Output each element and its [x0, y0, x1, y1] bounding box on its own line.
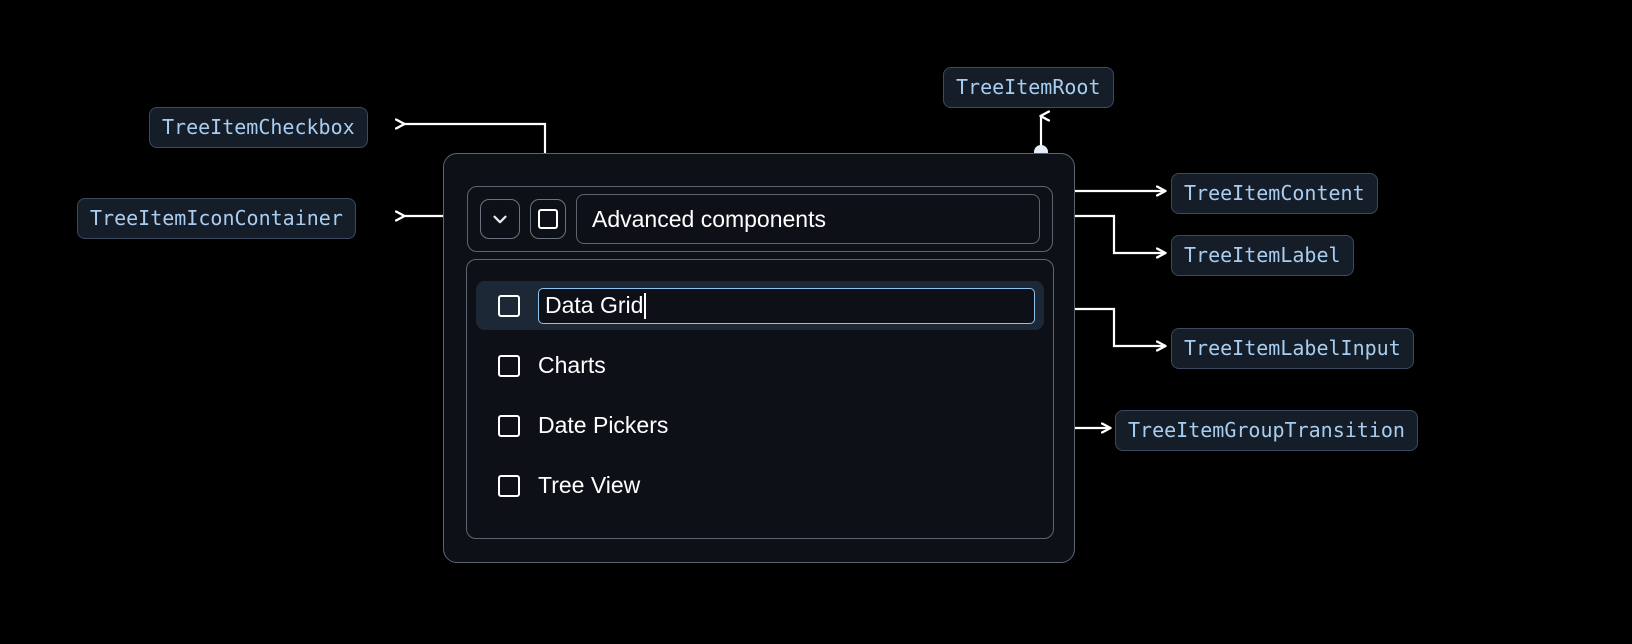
tree-item-row-charts[interactable]: Charts [467, 341, 1053, 390]
tree-item-row-date-pickers[interactable]: Date Pickers [467, 401, 1053, 450]
tree-item-label-input-value: Data Grid [545, 292, 644, 318]
tree-item-label-text: Charts [538, 352, 606, 378]
annotation-tree-item-root: TreeItemRoot [943, 67, 1114, 108]
annotation-tree-item-label: TreeItemLabel [1171, 235, 1354, 276]
tree-item-checkbox[interactable] [530, 199, 566, 239]
annotation-tree-item-icon-container: TreeItemIconContainer [77, 198, 356, 239]
annotation-tree-item-group-transition: TreeItemGroupTransition [1115, 410, 1418, 451]
tree-item-icon-container[interactable] [480, 199, 520, 239]
checkbox-square-icon[interactable] [498, 354, 520, 377]
tree-item-label-text: Tree View [538, 472, 641, 498]
tree-item-label-input[interactable]: Data Grid [538, 287, 1035, 324]
checkbox-square-icon[interactable] [498, 414, 520, 437]
tree-item-content[interactable]: Advanced components [467, 186, 1053, 252]
tree-item-label-text: Date Pickers [538, 412, 669, 438]
checkbox-square-icon [538, 209, 558, 229]
chevron-down-icon [493, 215, 507, 224]
tree-item-label-text: Advanced components [592, 205, 826, 232]
annotation-tree-item-content: TreeItemContent [1171, 173, 1378, 214]
tree-item-root[interactable]: Advanced components Data Grid Charts Dat… [443, 153, 1075, 563]
checkbox-square-icon[interactable] [498, 474, 520, 497]
checkbox-square-icon[interactable] [498, 294, 520, 317]
annotation-tree-item-label-input: TreeItemLabelInput [1171, 328, 1414, 369]
text-caret [644, 292, 646, 319]
tree-item-row-data-grid[interactable]: Data Grid [476, 281, 1044, 330]
tree-item-group-transition: Data Grid Charts Date Pickers Tree View [466, 259, 1054, 539]
tree-item-label[interactable]: Advanced components [576, 194, 1040, 244]
annotation-tree-item-checkbox: TreeItemCheckbox [149, 107, 368, 148]
tree-item-row-tree-view[interactable]: Tree View [467, 461, 1053, 510]
